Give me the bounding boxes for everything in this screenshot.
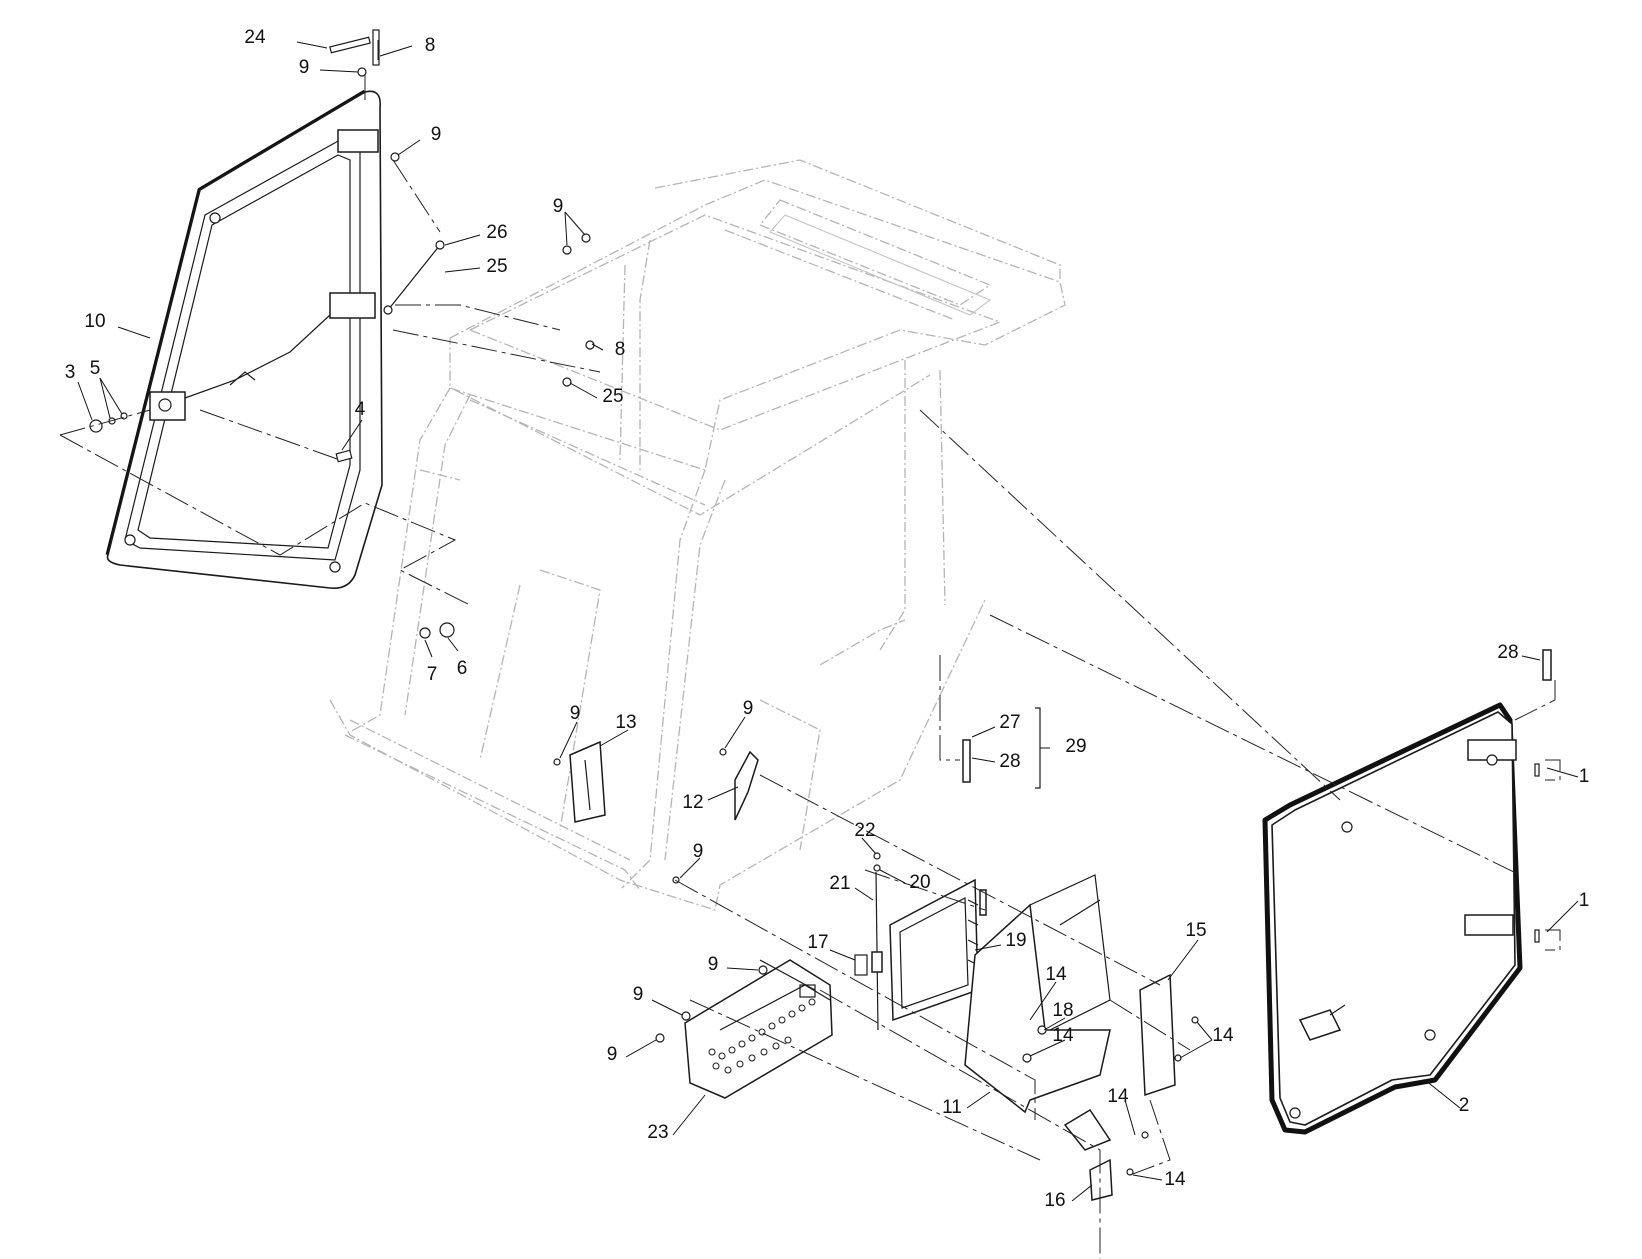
callout-9: 9 — [708, 954, 719, 975]
bracket-16 — [1063, 1108, 1113, 1201]
callout-9: 9 — [607, 1044, 618, 1065]
strap-12 — [734, 750, 759, 821]
callout-9: 9 — [693, 841, 704, 862]
antenna-21 — [871, 864, 883, 1031]
callout-9: 9 — [431, 124, 442, 145]
callout-9: 9 — [743, 698, 754, 719]
left-door-glass — [106, 90, 383, 590]
callout-9: 9 — [633, 984, 644, 1005]
callout-11: 11 — [942, 1097, 962, 1118]
callout-21: 21 — [829, 873, 850, 894]
callout-24: 24 — [244, 27, 266, 48]
callout-25: 25 — [602, 386, 623, 407]
hinge-pins-29 — [962, 707, 1050, 789]
lower-hinge — [329, 292, 376, 319]
callout-9: 9 — [299, 57, 310, 78]
control-panel-19 — [889, 878, 987, 1022]
callout-2: 2 — [1459, 1095, 1470, 1116]
callout-26: 26 — [486, 222, 507, 243]
callout-27: 27 — [999, 712, 1020, 733]
callout-16: 16 — [1044, 1190, 1065, 1211]
right-door-latch — [1298, 1009, 1342, 1041]
callout-3: 3 — [65, 362, 76, 383]
callout-1: 1 — [1579, 890, 1590, 911]
callout-14: 14 — [1045, 964, 1067, 985]
callout-28: 28 — [999, 751, 1020, 772]
callout-5: 5 — [90, 358, 101, 379]
callout-8: 8 — [615, 339, 626, 360]
hinge-pin-28 — [1542, 649, 1552, 681]
callout-13: 13 — [615, 712, 636, 733]
left-door — [105, 89, 445, 590]
callout-12: 12 — [682, 792, 703, 813]
alignment-lines — [59, 40, 1561, 1259]
right-door — [1262, 649, 1552, 1135]
callout-15: 15 — [1185, 920, 1206, 941]
callout-20: 20 — [909, 872, 930, 893]
hardware — [89, 29, 1540, 1176]
lower-right-hinge — [1464, 914, 1514, 936]
callout-23: 23 — [647, 1122, 668, 1143]
right-door-seal — [1262, 702, 1523, 1135]
leader-lines — [77, 41, 1579, 1202]
cab-frame — [329, 159, 1066, 911]
callout-4: 4 — [355, 399, 366, 420]
callout-10: 10 — [84, 311, 105, 332]
callout-1: 1 — [1579, 766, 1590, 787]
step-assembly-23 — [684, 959, 833, 1099]
callout-9: 9 — [570, 703, 581, 724]
callout-9: 9 — [553, 196, 564, 217]
side-panel-15 — [1139, 973, 1176, 1097]
callout-28: 28 — [1497, 642, 1518, 663]
callout-18: 18 — [1052, 1000, 1073, 1021]
callout-6: 6 — [457, 658, 468, 679]
callout-14: 14 — [1052, 1025, 1074, 1046]
latch-plate-13 — [569, 740, 606, 823]
callout-19: 19 — [1005, 930, 1026, 951]
callout-8: 8 — [425, 35, 436, 56]
callout-22: 22 — [854, 820, 875, 841]
callout-14: 14 — [1164, 1169, 1186, 1190]
callout-14: 14 — [1212, 1025, 1234, 1046]
callout-7: 7 — [427, 664, 438, 685]
callout-17: 17 — [807, 932, 828, 953]
callout-29: 29 — [1065, 736, 1086, 757]
callout-14: 14 — [1107, 1086, 1129, 1107]
upper-hinge — [337, 129, 379, 153]
callout-25: 25 — [486, 256, 507, 277]
